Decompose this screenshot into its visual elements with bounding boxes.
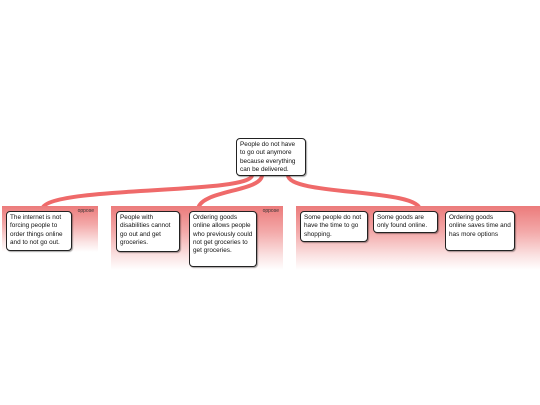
group-3-node-2-text: Some goods are only found online. bbox=[377, 214, 428, 230]
group-3-node-2[interactable]: Some goods are only found online. bbox=[373, 211, 438, 233]
group-1-label: oppose bbox=[77, 208, 94, 214]
group-2-node-1-text: People with disabilities cannot go out a… bbox=[120, 214, 171, 246]
root-node-text: People do not have to go out anymore bec… bbox=[240, 141, 296, 173]
group-2-node-1[interactable]: People with disabilities cannot go out a… bbox=[116, 211, 180, 252]
group-3-node-1[interactable]: Some people do not have the time to go s… bbox=[300, 211, 368, 242]
group-2-label: oppose bbox=[262, 208, 279, 214]
group-3-node-3-text: Ordering goods online saves time and has… bbox=[449, 214, 511, 238]
group-2-node-2[interactable]: Ordering goods online allows people who … bbox=[189, 211, 257, 267]
root-node[interactable]: People do not have to go out anymore bec… bbox=[236, 138, 306, 176]
group-1-node-1-text: The internet is not forcing people to or… bbox=[10, 214, 63, 246]
connector-to-group-2 bbox=[196, 173, 264, 212]
group-1-node-1[interactable]: The internet is not forcing people to or… bbox=[6, 211, 72, 251]
group-2-node-2-text: Ordering goods online allows people who … bbox=[193, 214, 253, 255]
group-3-node-3[interactable]: Ordering goods online saves time and has… bbox=[445, 211, 515, 251]
connector-to-group-3 bbox=[286, 173, 422, 212]
connector-to-group-1 bbox=[40, 173, 254, 212]
group-3-node-1-text: Some people do not have the time to go s… bbox=[304, 214, 362, 238]
